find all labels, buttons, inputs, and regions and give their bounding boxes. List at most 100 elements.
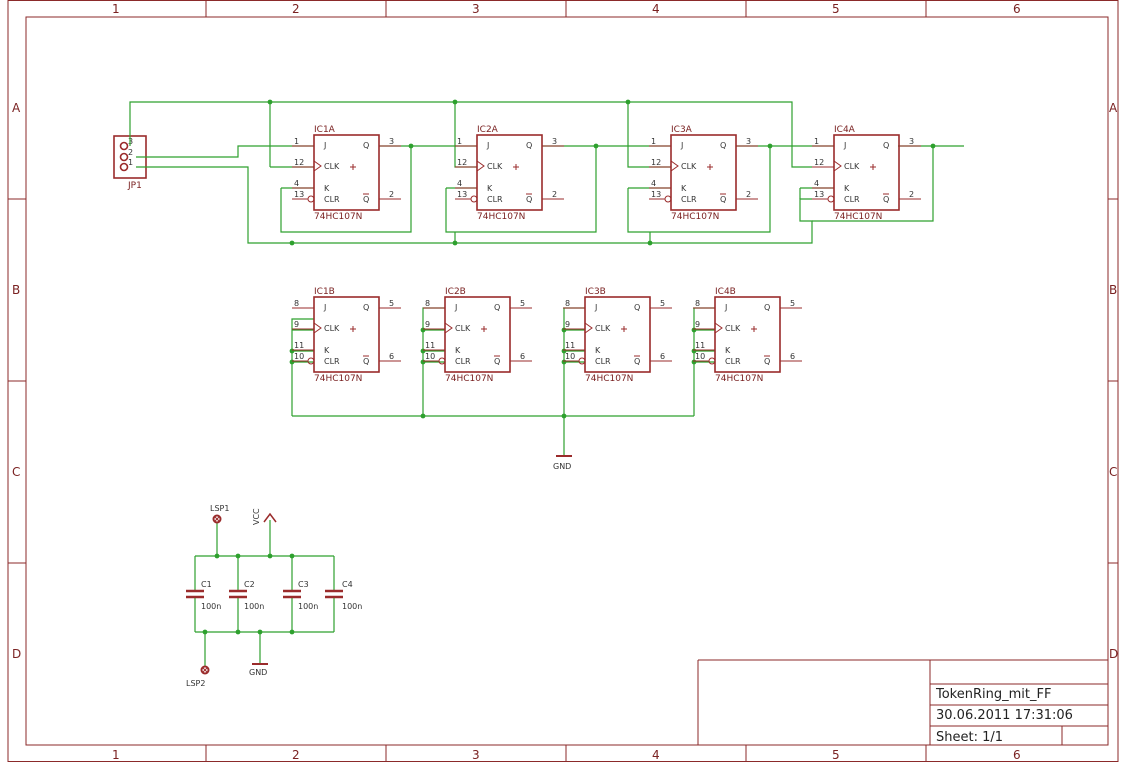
- ff-label-j: J: [680, 141, 683, 150]
- ff-label-k: K: [324, 184, 330, 193]
- ff-label-j: J: [594, 303, 597, 312]
- ff-label-q: Q: [494, 303, 500, 312]
- lsp1-label: LSP1: [210, 504, 229, 513]
- ff-label-q: Q: [764, 303, 770, 312]
- ff-label-q: Q: [720, 141, 726, 150]
- grid-row-label-left: C: [12, 465, 20, 479]
- ff-value: 74HC107N: [715, 374, 763, 384]
- ff-label-k: K: [595, 346, 601, 355]
- ff-pin-number: 10: [565, 352, 575, 361]
- c4-value: 100n: [342, 602, 362, 611]
- jp1-pin-2: 2: [128, 148, 133, 157]
- power-section: C1 100n C2 100n C3 100n C4 100n LSP1 LSP…: [186, 504, 362, 688]
- c1-value: 100n: [201, 602, 221, 611]
- ff-pin-number: 1: [651, 137, 656, 146]
- ff-name: IC4A: [834, 125, 856, 135]
- ff-label-k: K: [455, 346, 461, 355]
- ff-label-j: J: [323, 303, 326, 312]
- ff-label-j: J: [724, 303, 727, 312]
- grid-col-label-top: 4: [652, 2, 660, 16]
- c3-label: C3: [298, 580, 309, 589]
- grid-col-label-bottom: 4: [652, 748, 660, 762]
- ff-pin-number: 2: [389, 190, 394, 199]
- lsp2-label: LSP2: [186, 679, 205, 688]
- ff-label-qbar: Q: [634, 357, 640, 366]
- ff-name: IC3A: [671, 125, 693, 135]
- ff-pin-number: 8: [565, 299, 570, 308]
- ff-pin-number: 9: [294, 320, 299, 329]
- ff-label-clr: CLR: [681, 195, 697, 204]
- grid-row-label-right: C: [1109, 465, 1117, 479]
- jp1-pin-1: 1: [128, 158, 133, 167]
- grid-col-label-bottom: 5: [832, 748, 840, 762]
- ff-pin-number: 1: [294, 137, 299, 146]
- outer-frame: [7, 0, 1119, 762]
- ff-value: 74HC107N: [834, 212, 882, 222]
- ff-pin-number: 9: [425, 320, 430, 329]
- ff-label-clr: CLR: [725, 357, 741, 366]
- ff-pin-number: 2: [909, 190, 914, 199]
- ff-label-j: J: [323, 141, 326, 150]
- ff-pin-number: 2: [552, 190, 557, 199]
- ff-label-k: K: [681, 184, 687, 193]
- ff-label-clk: CLK: [595, 324, 611, 333]
- grid-row-label-left: A: [12, 101, 21, 115]
- ff-pin-number: 12: [814, 158, 824, 167]
- ff-pin-number: 3: [552, 137, 557, 146]
- grid-col-label-bottom: 3: [472, 748, 480, 762]
- ff-value: 74HC107N: [671, 212, 719, 222]
- ff-pin-number: 10: [695, 352, 705, 361]
- grid-col-label-top: 2: [292, 2, 300, 16]
- ff-pin-number: 1: [457, 137, 462, 146]
- ff-pin-number: 4: [457, 179, 462, 188]
- ff-label-qbar: Q: [526, 195, 532, 204]
- ff-pin-number: 3: [909, 137, 914, 146]
- grid-col-label-top: 1: [112, 2, 120, 16]
- ff-name: IC1B: [314, 287, 335, 297]
- grid-row-label-left: B: [12, 283, 20, 297]
- ff-label-q: Q: [634, 303, 640, 312]
- ff-label-clk: CLK: [681, 162, 697, 171]
- ff-pin-number: 5: [520, 299, 525, 308]
- ff-label-j: J: [486, 141, 489, 150]
- ff-label-clr: CLR: [487, 195, 503, 204]
- ff-name: IC2B: [445, 287, 466, 297]
- title-block-sheet: Sheet: 1/1: [936, 730, 1003, 745]
- ff-pin-number: 13: [814, 190, 824, 199]
- title-block: TokenRing_mit_FF 30.06.2011 17:31:06 She…: [697, 659, 1108, 745]
- gnd-label-power: GND: [249, 668, 267, 677]
- ff-label-clk: CLK: [455, 324, 471, 333]
- grid-col-label-top: 6: [1013, 2, 1021, 16]
- ff-pin-number: 1: [814, 137, 819, 146]
- ff-pin-number: 11: [695, 341, 705, 350]
- ff-pin-number: 5: [660, 299, 665, 308]
- gnd-symbol-middle: GND: [553, 455, 572, 471]
- ff-pin-number: 13: [457, 190, 467, 199]
- ff-label-clr: CLR: [324, 357, 340, 366]
- ff-label-k: K: [324, 346, 330, 355]
- ff-name: IC4B: [715, 287, 736, 297]
- ff-pin-number: 6: [660, 352, 665, 361]
- ff-label-k: K: [725, 346, 731, 355]
- ff-pin-number: 11: [565, 341, 575, 350]
- ff-pin-number: 12: [294, 158, 304, 167]
- ff-pin-number: 3: [389, 137, 394, 146]
- grid-col-label-top: 3: [472, 2, 480, 16]
- ff-label-clk: CLK: [487, 162, 503, 171]
- c1-label: C1: [201, 580, 212, 589]
- ff-pin-number: 11: [425, 341, 435, 350]
- ff-label-j: J: [843, 141, 846, 150]
- ff-label-clk: CLK: [725, 324, 741, 333]
- ff-pin-number: 11: [294, 341, 304, 350]
- jp1-label: JP1: [127, 181, 142, 191]
- title-block-date: 30.06.2011 17:31:06: [936, 708, 1073, 723]
- wires-top: [129, 99, 964, 246]
- grid-row-label-left: D: [12, 647, 21, 661]
- grid-col-label-top: 5: [832, 2, 840, 16]
